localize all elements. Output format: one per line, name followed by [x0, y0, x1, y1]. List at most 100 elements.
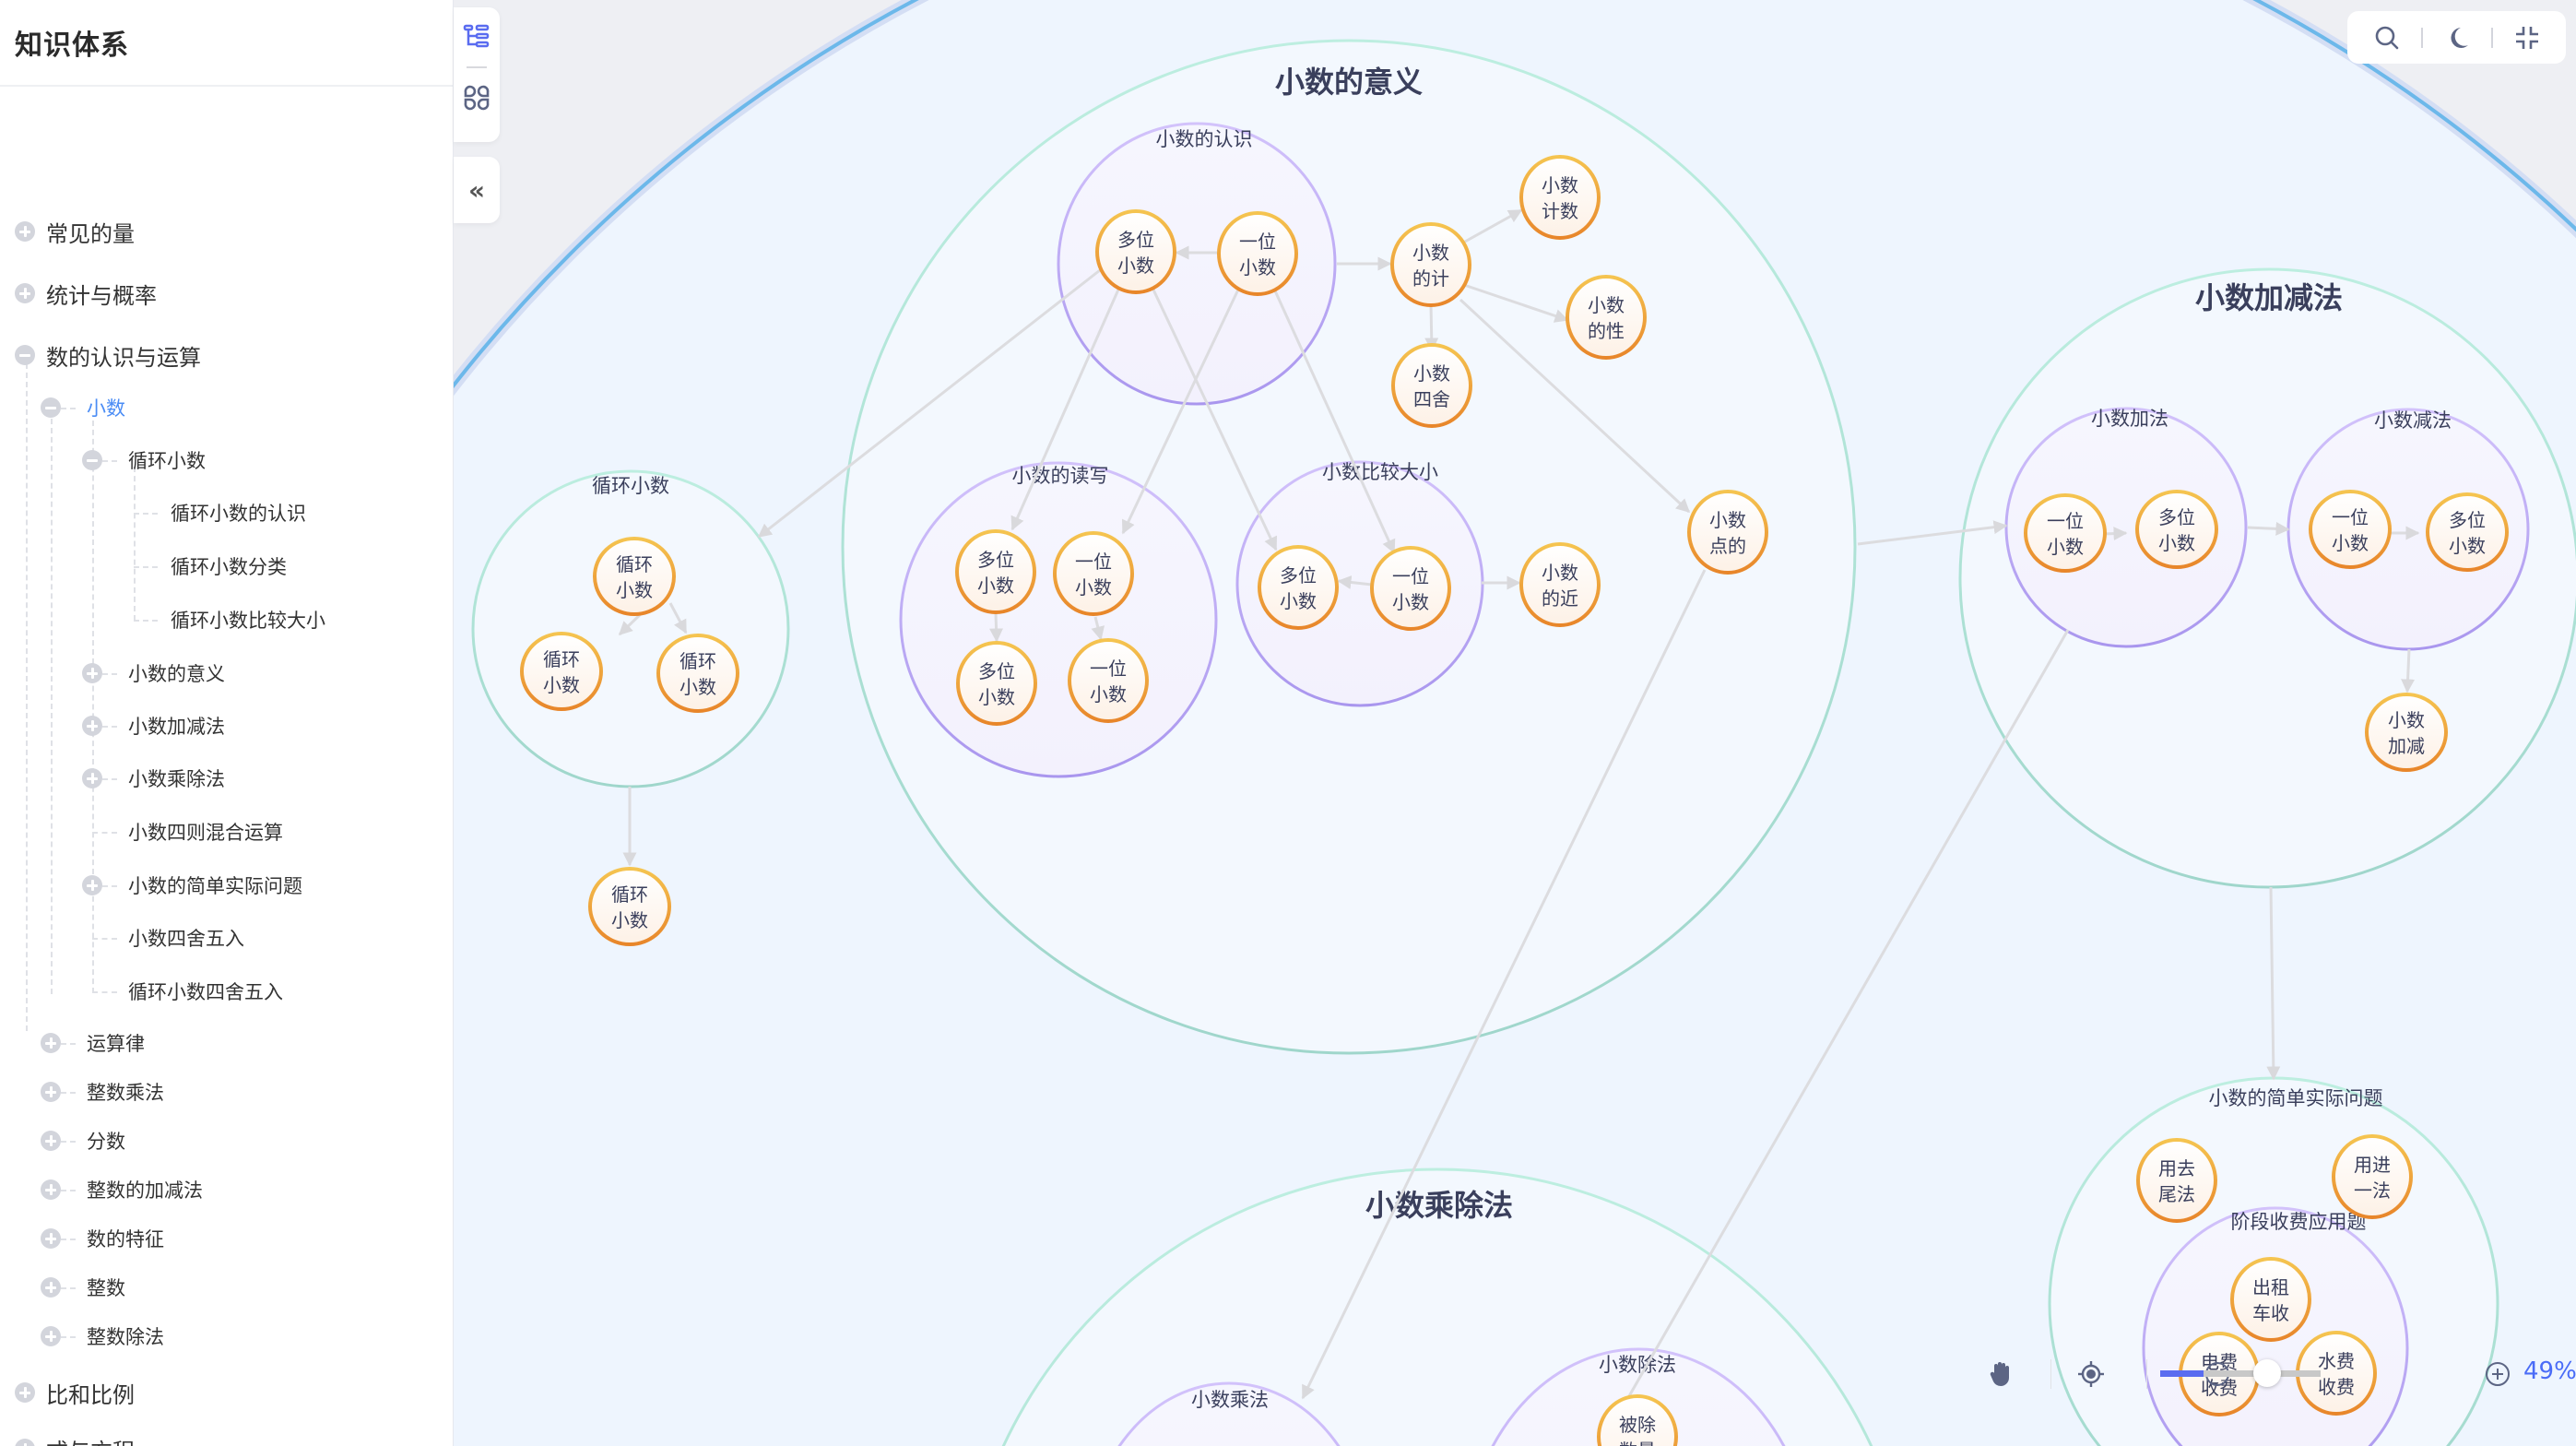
group-label: 小数乘法: [1191, 1389, 1269, 1411]
graph-node[interactable]: 被除 数量: [1597, 1394, 1678, 1446]
tree-item-cyclic-classification[interactable]: 循环小数分类: [171, 556, 287, 578]
graph-node[interactable]: 多位 小数: [2135, 490, 2218, 569]
tree-connector: [61, 1190, 76, 1191]
graph-node[interactable]: 一位 小数: [1217, 211, 1298, 296]
tree-item-fractions[interactable]: 分数: [41, 1122, 125, 1159]
expand-plus-icon[interactable]: [15, 283, 35, 303]
tree-connector: [102, 778, 117, 780]
expand-plus-icon[interactable]: [82, 875, 102, 895]
expand-plus-icon[interactable]: [15, 1382, 35, 1403]
expand-plus-icon[interactable]: [41, 1228, 61, 1249]
graph-node[interactable]: 小数 计数: [1519, 155, 1601, 240]
tree-item-cyclic-decimals[interactable]: 循环小数: [82, 442, 206, 479]
group-label: 阶段收费应用题: [2231, 1211, 2367, 1233]
graph-node[interactable]: 多位 小数: [955, 529, 1036, 614]
expand-plus-icon[interactable]: [41, 1033, 61, 1053]
tree-view-button[interactable]: [456, 11, 497, 63]
tree-item-decimal-mul-div[interactable]: 小数乘除法: [82, 760, 225, 797]
tree-item-integer-multiplication[interactable]: 整数乘法: [41, 1073, 164, 1110]
expand-plus-icon[interactable]: [82, 716, 102, 736]
graph-node[interactable]: 一位 小数: [2309, 490, 2392, 569]
tree-item-cyclic-recognition[interactable]: 循环小数的认识: [171, 503, 306, 525]
zoom-in-button[interactable]: [2479, 1356, 2516, 1393]
collapse-minus-icon[interactable]: [15, 345, 35, 365]
tree-item-common-quantities[interactable]: 常见的量: [15, 213, 135, 250]
expand-plus-icon[interactable]: [15, 221, 35, 242]
tree-item-integers[interactable]: 整数: [41, 1269, 125, 1306]
svg-text:数量: 数量: [1619, 1440, 1656, 1446]
group-decimal-recognition[interactable]: 小数的认识: [1057, 122, 1337, 406]
graph-node[interactable]: 出租 车收: [2230, 1257, 2311, 1342]
svg-text:小数: 小数: [543, 674, 580, 696]
tree-item-cyclic-rounding[interactable]: 循环小数四舍五入: [128, 981, 283, 1003]
tree-item-number-operations[interactable]: 数的认识与运算: [15, 337, 201, 373]
group-decimal-read-write[interactable]: 小数的读写: [899, 461, 1218, 778]
graph-node[interactable]: 循环 小数: [588, 867, 671, 946]
graph-node[interactable]: 一位 小数: [2024, 493, 2107, 573]
tree-item-integer-division[interactable]: 整数除法: [41, 1318, 164, 1355]
expand-plus-icon[interactable]: [41, 1326, 61, 1346]
graph-node[interactable]: 多位 小数: [1258, 545, 1339, 630]
tree-item-decimal-mixed-ops[interactable]: 小数四则混合运算: [128, 822, 283, 844]
group-cyclic-decimal[interactable]: 循环小数: [471, 469, 790, 788]
graph-node[interactable]: 用进 一法: [2332, 1134, 2413, 1219]
zoom-slider-track[interactable]: [2160, 1370, 2321, 1377]
graph-node[interactable]: 小数 的计: [1390, 222, 1471, 307]
graph-node[interactable]: 循环 小数: [656, 634, 739, 713]
divider: [2420, 27, 2423, 48]
tree-item-number-features[interactable]: 数的特征: [41, 1220, 164, 1257]
tree-item-decimal-meaning[interactable]: 小数的意义: [82, 655, 225, 692]
group-decimal-multiplication[interactable]: 小数乘法: [1086, 1381, 1372, 1446]
expand-plus-icon[interactable]: [41, 1131, 61, 1151]
graph-node[interactable]: 小数 点的: [1687, 490, 1768, 575]
search-button[interactable]: [2369, 19, 2405, 56]
graph-svg: 循环小数 小数的意义 小数加减法 小数的简单实际问题 小数乘除法: [454, 0, 2576, 1446]
graph-node[interactable]: 循环 小数: [520, 632, 603, 711]
expand-plus-icon[interactable]: [41, 1082, 61, 1102]
tree-item-decimals[interactable]: 小数: [41, 389, 125, 426]
graph-node[interactable]: 小数 四舍: [1391, 343, 1472, 428]
knowledge-graph-canvas[interactable]: 循环小数 小数的意义 小数加减法 小数的简单实际问题 小数乘除法: [454, 0, 2576, 1446]
graph-node[interactable]: 一位 小数: [1068, 638, 1149, 723]
expand-plus-icon[interactable]: [15, 1439, 35, 1446]
group-label: 小数加法: [2091, 408, 2168, 430]
svg-text:一位: 一位: [2047, 510, 2084, 532]
dark-mode-toggle[interactable]: [2439, 19, 2476, 56]
cluster-view-button[interactable]: [456, 72, 497, 124]
graph-node[interactable]: 多位 小数: [2426, 492, 2509, 572]
graph-node[interactable]: 小数 的性: [1566, 275, 1647, 360]
graph-node[interactable]: 小数 加减: [2365, 693, 2448, 772]
pan-mode-button[interactable]: [1982, 1356, 2019, 1393]
expand-plus-icon[interactable]: [41, 1277, 61, 1298]
graph-node[interactable]: 多位 小数: [1095, 209, 1176, 294]
locate-center-button[interactable]: [2073, 1356, 2109, 1393]
tree-item-decimal-practical[interactable]: 小数的简单实际问题: [82, 867, 302, 904]
collapse-minus-icon[interactable]: [41, 397, 61, 418]
tree-item-ratio-proportion[interactable]: 比和比例: [15, 1374, 135, 1411]
collapse-sidebar-button[interactable]: «: [454, 157, 500, 223]
tree-item-decimal-rounding[interactable]: 小数四舍五入: [128, 928, 244, 950]
tree-item-statistics-probability[interactable]: 统计与概率: [15, 275, 157, 312]
tree-item-cyclic-compare[interactable]: 循环小数比较大小: [171, 610, 325, 632]
graph-node[interactable]: 多位 小数: [956, 641, 1037, 726]
tree-item-integer-add-sub[interactable]: 整数的加减法: [41, 1171, 203, 1208]
exit-fullscreen-button[interactable]: [2509, 19, 2546, 56]
zoom-slider-thumb[interactable]: [2253, 1359, 2281, 1387]
svg-text:小数: 小数: [1709, 509, 1746, 531]
tree-item-decimal-add-sub[interactable]: 小数加减法: [82, 707, 225, 744]
expand-plus-icon[interactable]: [82, 768, 102, 788]
tree-connector: [61, 1043, 76, 1045]
tree-connector: [134, 566, 158, 568]
svg-text:一位: 一位: [2332, 506, 2369, 528]
tree-item-expressions-equations[interactable]: 式与方程: [15, 1430, 135, 1446]
graph-node[interactable]: 循环 小数: [593, 537, 676, 616]
graph-node[interactable]: 一位 小数: [1370, 546, 1451, 631]
graph-node[interactable]: 小数 的近: [1519, 542, 1601, 627]
graph-node[interactable]: 用去 尾法: [2136, 1138, 2217, 1223]
tree-item-operation-laws[interactable]: 运算律: [41, 1025, 145, 1061]
collapse-minus-icon[interactable]: [82, 450, 102, 470]
expand-plus-icon[interactable]: [41, 1179, 61, 1200]
graph-node[interactable]: 一位 小数: [1053, 531, 1134, 616]
expand-plus-icon[interactable]: [82, 663, 102, 683]
